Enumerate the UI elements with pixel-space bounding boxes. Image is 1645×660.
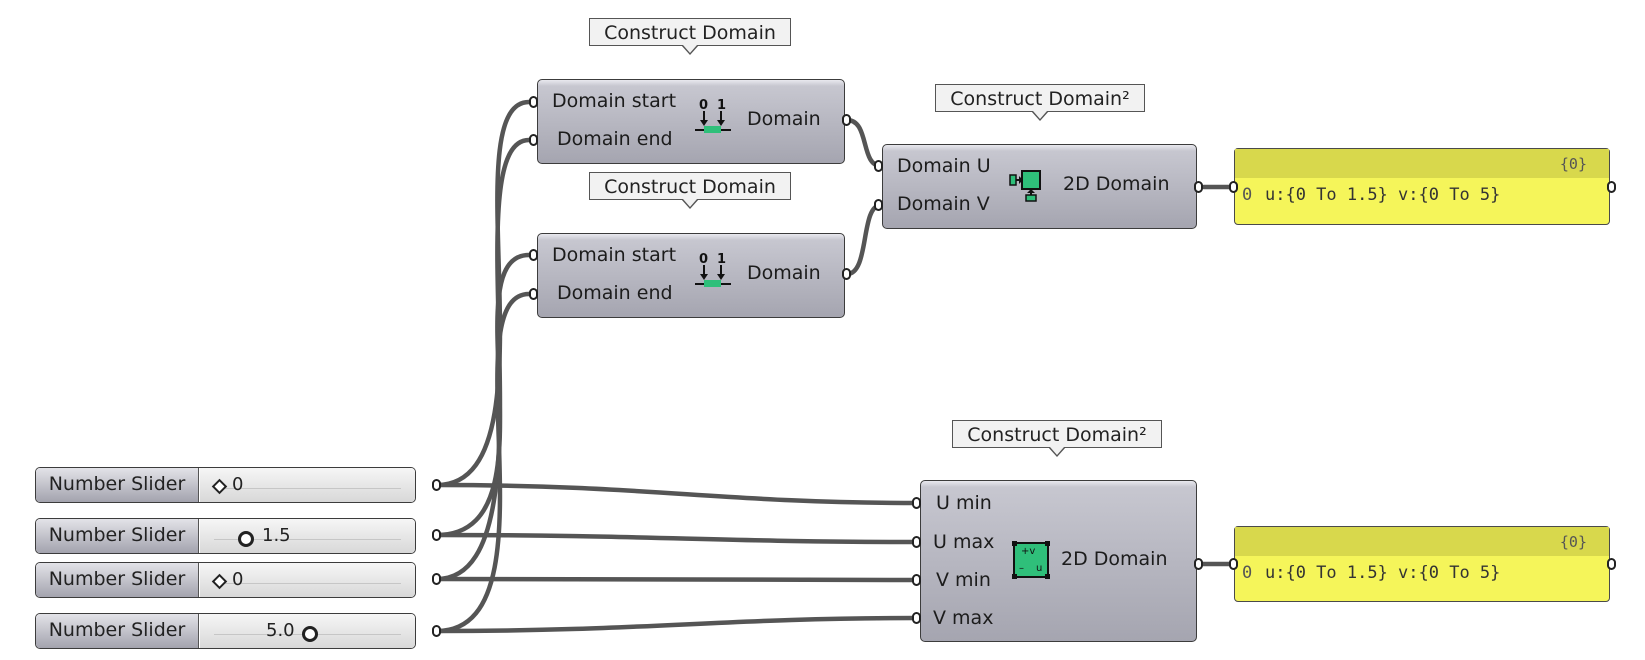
slider-value: 5.0 — [266, 620, 295, 641]
construct-domain2-component-a[interactable]: Domain U Domain V 2D Domain — [882, 144, 1197, 229]
output-2d-domain: 2D Domain — [1061, 548, 1168, 570]
slider-track[interactable]: 0 — [200, 468, 415, 502]
slider-circle-knob[interactable] — [238, 531, 254, 547]
svg-text:–: – — [1019, 563, 1024, 574]
input-pin-u-max[interactable] — [912, 536, 921, 548]
callout-construct-domain-b: Construct Domain — [589, 172, 791, 209]
callout-construct-domain-a: Construct Domain — [589, 18, 791, 55]
slider-output-pin-2[interactable] — [432, 529, 441, 541]
number-slider-2[interactable]: Number Slider 1.5 — [35, 518, 416, 554]
output-pin-domain-b[interactable] — [842, 268, 851, 280]
svg-text:0: 0 — [699, 252, 708, 267]
input-domain-u: Domain U — [897, 155, 991, 177]
panel-index: 0 — [1242, 185, 1253, 205]
number-slider-1[interactable]: Number Slider 0 — [35, 467, 416, 503]
construct-domain-component-a[interactable]: Domain start Domain end 0 1 Domain — [537, 79, 845, 164]
slider-label: Number Slider — [36, 563, 199, 597]
input-domain-start: Domain start — [552, 90, 677, 112]
svg-text:u: u — [1036, 563, 1042, 574]
input-pin-domain-start-b[interactable] — [529, 249, 538, 261]
wire-slider1-to-domain-start-a — [434, 99, 532, 488]
panel-a-input-pin[interactable] — [1229, 181, 1238, 193]
panel-b-input-pin[interactable] — [1229, 558, 1238, 570]
construct-domain2-numbers-icon: +v – u — [1012, 541, 1050, 579]
slider-value: 1.5 — [262, 525, 291, 546]
input-domain-end: Domain end — [557, 282, 673, 304]
input-u-min: U min — [936, 492, 992, 514]
wire-slider2-to-umax — [434, 532, 921, 545]
panel-a[interactable]: {0} 0 u:{0 To 1.5} v:{0 To 5} — [1234, 148, 1610, 225]
panel-value: u:{0 To 1.5} v:{0 To 5} — [1265, 563, 1501, 583]
slider-value: 0 — [232, 569, 244, 590]
panel-b[interactable]: {0} 0 u:{0 To 1.5} v:{0 To 5} — [1234, 526, 1610, 602]
slider-output-pin-3[interactable] — [432, 573, 441, 585]
panel-path: {0} — [1559, 533, 1587, 551]
panel-value: u:{0 To 1.5} v:{0 To 5} — [1265, 185, 1501, 205]
output-pin-domain-a[interactable] — [842, 114, 851, 126]
construct-domain2-icon — [1009, 170, 1041, 202]
wire-slider1-to-umin — [434, 482, 921, 506]
wire-slider3-to-vmin — [434, 576, 921, 583]
slider-track[interactable]: 1.5 — [200, 519, 415, 553]
output-2d-domain: 2D Domain — [1063, 173, 1170, 195]
construct-domain-icon: 0 1 — [695, 98, 731, 133]
input-pin-domain-start-a[interactable] — [529, 96, 538, 108]
panel-a-output-pin[interactable] — [1607, 181, 1616, 193]
panel-path: {0} — [1559, 155, 1587, 173]
construct-domain-icon: 0 1 — [695, 252, 731, 287]
number-slider-3[interactable]: Number Slider 0 — [35, 562, 416, 598]
input-v-max: V max — [933, 607, 994, 629]
slider-track[interactable]: 5.0 — [200, 614, 415, 648]
panel-header — [1235, 527, 1609, 556]
input-pin-domain-end-b[interactable] — [529, 288, 538, 300]
slider-track[interactable]: 0 — [200, 563, 415, 597]
input-pin-domain-u[interactable] — [874, 160, 883, 172]
construct-domain2-numbers-component[interactable]: U min U max V min V max +v – u 2D Domain — [920, 480, 1197, 642]
callout-construct-domain2-b: Construct Domain² — [952, 420, 1162, 457]
input-pin-domain-end-a[interactable] — [529, 134, 538, 146]
input-pin-v-min[interactable] — [912, 574, 921, 586]
callout-construct-domain2-a: Construct Domain² — [935, 84, 1145, 121]
slider-label: Number Slider — [36, 614, 199, 648]
wire-domain-b-to-domain-v — [844, 202, 884, 277]
svg-text:1: 1 — [717, 98, 726, 113]
wire-slider4-to-domain-end-b — [434, 291, 532, 634]
slider-value: 0 — [232, 474, 244, 495]
input-domain-v: Domain V — [897, 193, 990, 215]
panel-index: 0 — [1242, 563, 1253, 583]
construct-domain-component-b[interactable]: Domain start Domain end 0 1 Domain — [537, 233, 845, 318]
slider-label: Number Slider — [36, 519, 199, 553]
input-pin-u-min[interactable] — [912, 497, 921, 509]
slider-label: Number Slider — [36, 468, 199, 502]
slider-output-pin-1[interactable] — [432, 479, 441, 491]
svg-text:1: 1 — [717, 252, 726, 267]
wire-slider4-to-vmax — [434, 615, 921, 634]
svg-text:0: 0 — [699, 98, 708, 113]
input-pin-domain-v[interactable] — [874, 199, 883, 211]
svg-text:+v: +v — [1021, 546, 1035, 557]
input-v-min: V min — [936, 569, 991, 591]
input-u-max: U max — [933, 531, 995, 553]
panel-b-output-pin[interactable] — [1607, 558, 1616, 570]
panel-header — [1235, 149, 1609, 178]
output-pin-2d-domain-a[interactable] — [1194, 181, 1203, 193]
input-pin-v-max[interactable] — [912, 612, 921, 624]
output-domain: Domain — [747, 262, 821, 284]
input-domain-start: Domain start — [552, 244, 677, 266]
number-slider-4[interactable]: Number Slider 5.0 — [35, 613, 416, 649]
wire-domain-a-to-domain-u — [844, 117, 884, 169]
slider-circle-knob[interactable] — [302, 626, 318, 642]
slider-output-pin-4[interactable] — [432, 625, 441, 637]
output-pin-2d-domain-b[interactable] — [1194, 558, 1203, 570]
input-domain-end: Domain end — [557, 128, 673, 150]
output-domain: Domain — [747, 108, 821, 130]
